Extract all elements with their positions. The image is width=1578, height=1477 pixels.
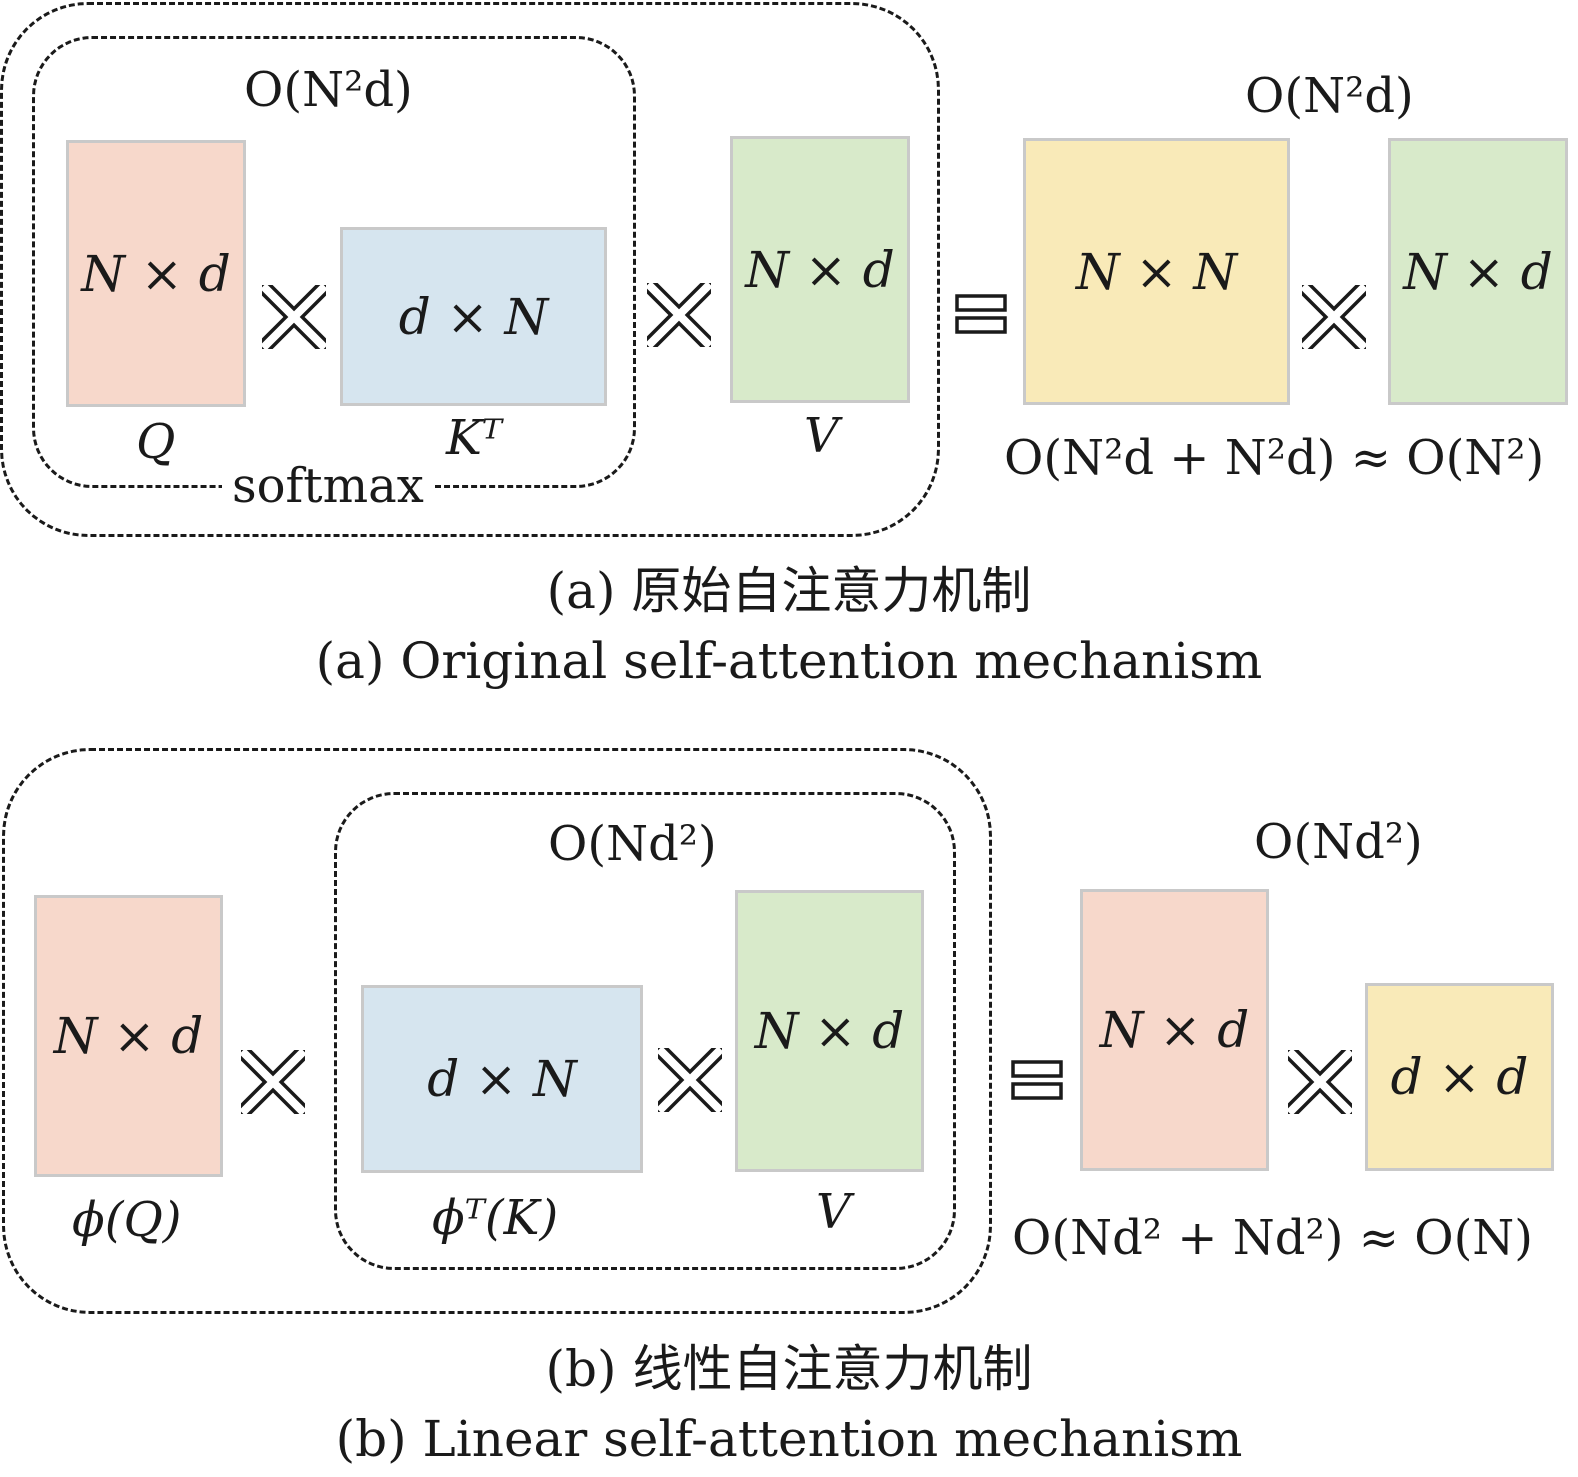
matrix-v-a: N × d (730, 136, 910, 403)
matrix-kt-a: d × N (340, 227, 607, 406)
label-q-b: ϕ(Q) (72, 1192, 182, 1248)
label-v-b: V (816, 1184, 851, 1240)
multiply-icon-a1 (262, 285, 326, 349)
multiply-icon-b2 (658, 1048, 722, 1112)
complexity-inner-b: O(Nd²) (548, 816, 717, 872)
multiply-icon-b3 (1288, 1050, 1352, 1114)
label-v-a: V (804, 408, 839, 464)
label-kt-a: Kᵀ (446, 410, 503, 466)
multiply-icon-a2 (647, 283, 711, 347)
matrix-kt-b: d × N (361, 985, 643, 1173)
caption-b-cn: (b) 线性自注意力机制 (545, 1340, 1033, 1398)
complexity-total-b: O(Nd² + Nd²) ≈ O(N) (1012, 1210, 1534, 1266)
complexity-right-a: O(N²d) (1245, 68, 1414, 124)
multiply-icon-a3 (1302, 285, 1366, 349)
complexity-right-b: O(Nd²) (1254, 814, 1423, 870)
outer-dashed-box-a (0, 2, 940, 537)
matrix-q-a: N × d (66, 140, 246, 407)
matrix-right-b: d × d (1365, 983, 1554, 1171)
complexity-total-a: O(N²d + N²d) ≈ O(N²) (1004, 430, 1545, 486)
equals-icon-a (955, 294, 1007, 334)
matrix-v-b: N × d (735, 890, 924, 1172)
softmax-label: softmax (222, 462, 434, 510)
matrix-left-b: N × d (1080, 889, 1269, 1171)
caption-a-en: (a) Original self-attention mechanism (315, 632, 1263, 690)
matrix-v2-a: N × d (1388, 138, 1568, 405)
outer-dashed-box-b (2, 748, 992, 1314)
label-q-a: Q (136, 414, 176, 470)
caption-a-cn: (a) 原始自注意力机制 (546, 562, 1032, 620)
complexity-inner-a: O(N²d) (244, 62, 413, 118)
label-kt-b: ϕᵀ(K) (432, 1190, 559, 1246)
multiply-icon-b1 (241, 1050, 305, 1114)
matrix-q-b: N × d (34, 895, 223, 1177)
matrix-attn-a: N × N (1023, 138, 1290, 405)
caption-b-en: (b) Linear self-attention mechanism (335, 1410, 1243, 1468)
equals-icon-b (1011, 1060, 1063, 1100)
inner-dashed-box-b (334, 792, 956, 1270)
